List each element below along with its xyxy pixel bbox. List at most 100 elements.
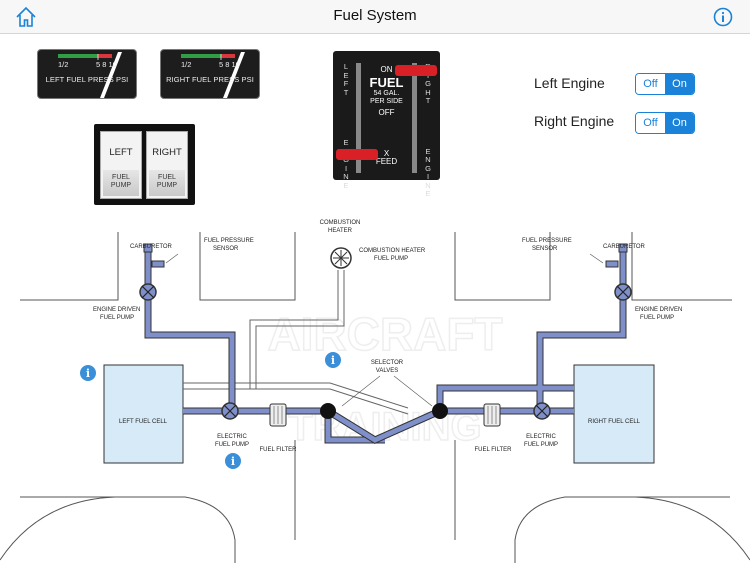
left-fuel-press-gauge: 1/2 5 8 10 LEFT FUEL PRESS PSI [37,49,137,99]
info-badge-icon: i [224,452,242,470]
selector-letter: E [425,189,431,198]
right-fuel-pump-button[interactable]: RIGHT FUEL PUMP [146,131,188,199]
label-combustion-heater-2: HEATER [328,228,353,234]
leader-line [589,253,604,264]
selector-letter: E [343,138,349,147]
label-press-sensor-left-2: SENSOR [213,246,239,252]
selector-x-label: X [383,149,390,158]
pump-sub-2: PUMP [110,182,132,189]
gauge-scale-low: 1/2 [58,60,69,69]
pump-sub-1: FUEL [158,174,176,181]
selector-letter: N [425,155,431,164]
left-fuel-line-outline [144,248,385,444]
left-engine-driven-pump-icon [139,283,157,301]
label-heater-pump-1: COMBUSTION HEATER [359,248,426,254]
left-selector-track [356,63,361,173]
selector-letter: I [344,163,348,173]
info-badge-icon: i [324,351,342,369]
right-pressure-sensor-icon [605,260,619,268]
left-carburetor-icon [143,243,153,253]
label-carburetor-left: CARBURETOR [130,244,173,250]
home-button[interactable] [14,5,38,29]
aircraft-outline [0,232,750,563]
label-press-sensor-left-1: FUEL PRESSURE [204,238,254,244]
gauge-label: RIGHT FUEL PRESS PSI [166,75,254,84]
left-fuel-pump-button[interactable]: LEFT FUEL PUMP [100,131,142,199]
right-engine-on-option[interactable]: On [665,113,694,133]
right-carburetor-icon [618,243,628,253]
fuel-selector-panel: LEFTENGINE RIGHTENGINE ON FUEL 54 GAL. P… [333,51,440,198]
pump-sub-label: FUEL PUMP [103,170,139,196]
gauge-arc [181,52,245,98]
selector-letter: F [343,79,349,88]
label-efp-left-1: ELECTRIC [217,434,247,440]
label-press-sensor-right-2: SENSOR [532,246,558,252]
right-selector-handle[interactable] [395,65,437,76]
selector-letter: E [425,146,431,156]
gauge-scale-low: 1/2 [181,60,192,69]
label-left-cell: LEFT FUEL CELL [119,419,168,425]
pump-sub-2: PUMP [156,182,178,189]
label-efp-left-2: FUEL PUMP [215,442,249,448]
fuel-pump-panel: LEFT FUEL PUMP RIGHT FUEL PUMP [94,124,195,205]
svg-text:i: i [86,367,90,380]
gauge-needle [223,52,245,98]
home-icon [16,6,36,27]
watermark-aircraft: AIRCRAFT [267,308,502,360]
pump-label: LEFT [109,147,133,158]
label-heater-pump-2: FUEL PUMP [374,256,408,262]
label-filter-left: FUEL FILTER [259,447,297,453]
selector-letter: N [425,180,431,190]
label-edp-right-2: FUEL PUMP [640,315,674,321]
pump-blades [333,250,349,266]
right-electric-pump-icon [533,402,551,420]
selector-letter: T [343,87,349,97]
gauge-arc [58,52,122,98]
left-pressure-sensor-icon [151,260,165,268]
gauge-scale-high: 5 8 10 [219,60,240,69]
selector-on-label: ON [380,65,393,74]
left-fuel-line [145,248,385,443]
right-fuel-line [326,248,626,443]
right-fuel-press-gauge: 1/2 5 8 10 RIGHT FUEL PRESS PSI [160,49,260,99]
left-engine-label: Left Engine [534,75,605,91]
left-selector-valve-icon [320,403,336,419]
label-edp-right-1: ENGINE DRIVEN [635,307,682,313]
left-fuel-cell [103,364,184,464]
info-icon [713,7,733,27]
left-fuel-filter-icon [269,403,287,427]
leader-line [165,253,179,264]
selector-fuel-label: FUEL [369,75,404,90]
label-combustion-heater-1: COMBUSTION [320,220,361,226]
nav-bar: Fuel System [0,0,750,34]
svg-text:i: i [331,354,335,367]
label-carburetor-right: CARBURETOR [603,244,646,250]
combustion-heater-pump-icon [330,247,352,269]
right-engine-driven-pump-icon [614,283,632,301]
right-fuel-line-outline [326,248,627,444]
label-efp-right-1: ELECTRIC [526,434,556,440]
gauge-needle [100,52,122,98]
left-electric-pump-icon [221,402,239,420]
left-selector-handle[interactable] [336,149,378,160]
right-selector-track [412,63,417,173]
right-fuel-filter-icon [483,403,501,427]
selector-letter: T [425,96,431,105]
info-badge-icon: i [79,364,97,382]
left-engine-off-option[interactable]: Off [636,74,665,94]
left-engine-toggle[interactable]: Off On [635,73,695,95]
heater-fuel-lines [183,270,409,415]
right-selector-valve-icon [432,403,448,419]
right-engine-off-option[interactable]: Off [636,113,665,133]
pump-label: RIGHT [152,147,182,158]
selector-feed-label: FEED [375,157,398,166]
right-engine-toggle[interactable]: Off On [635,112,695,134]
selector-letter: I [426,172,430,181]
info-button[interactable] [711,5,735,29]
label-press-sensor-right-1: FUEL PRESSURE [522,238,572,244]
selector-letter: N [343,172,349,181]
left-engine-on-option[interactable]: On [665,74,694,94]
selector-off-label: OFF [378,108,395,117]
label-selector-valves-1: SELECTOR [371,360,404,366]
gauge-scale-high: 5 8 10 [96,60,117,69]
